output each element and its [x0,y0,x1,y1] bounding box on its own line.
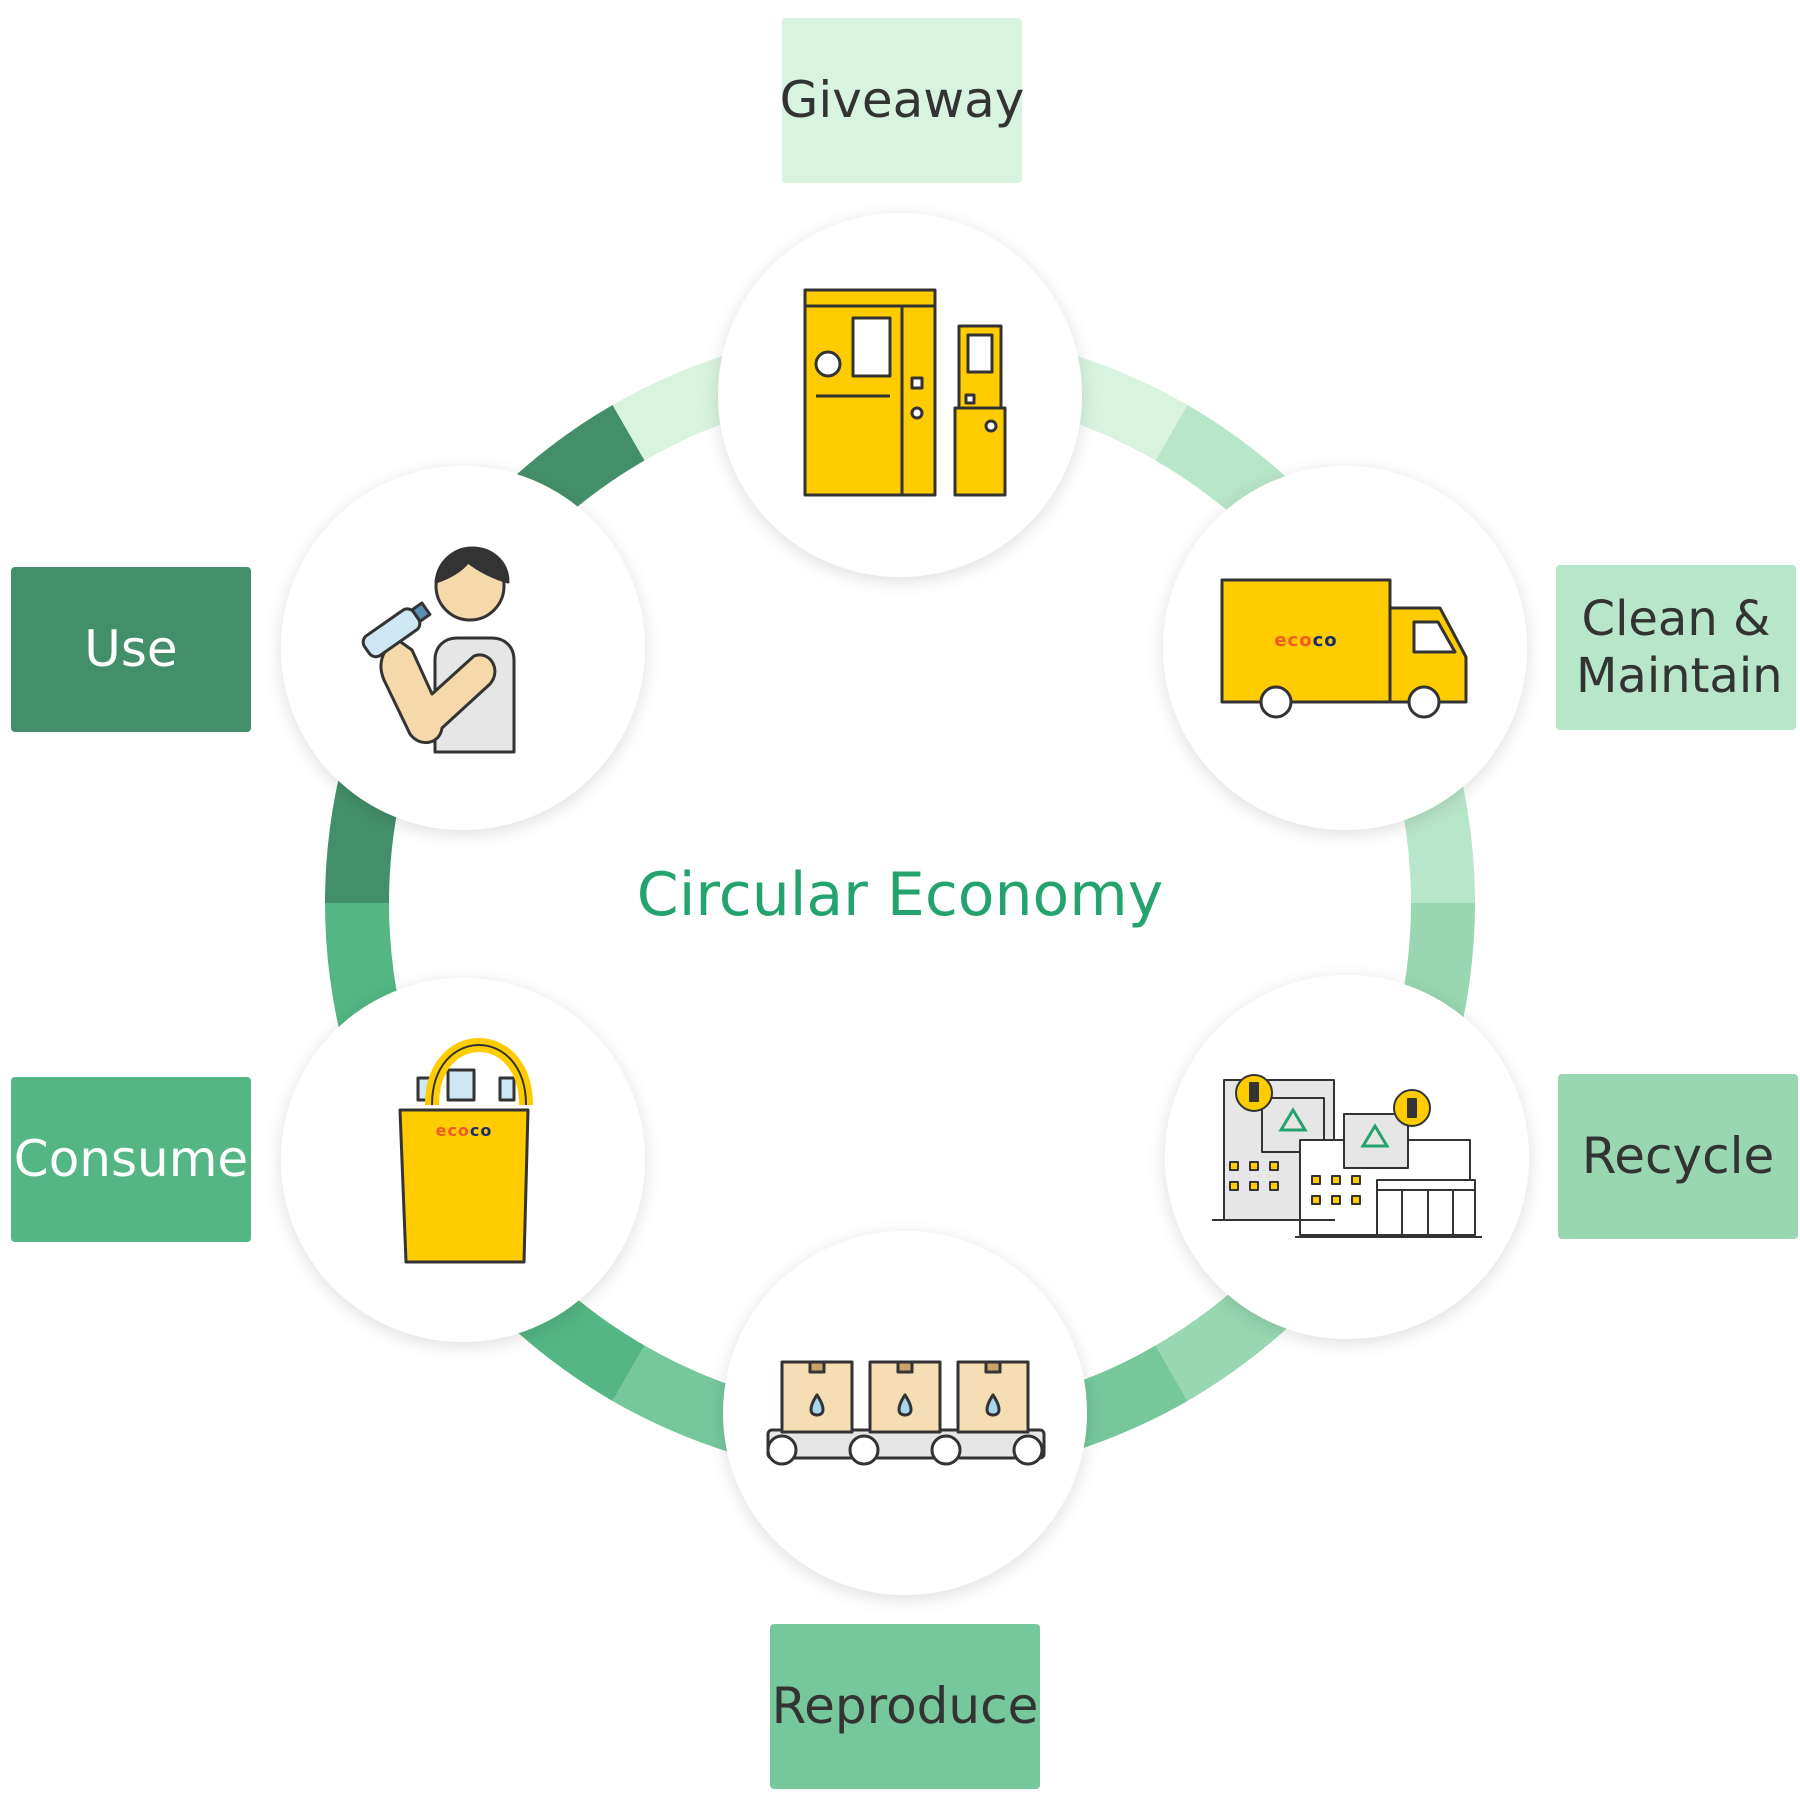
stage-label-use: Use [11,567,251,732]
recycling-machine-icon [803,288,1007,497]
stage-label-text: Recycle [1581,1127,1775,1185]
stage-label-text: Use [84,620,178,678]
truck-brand-logo: ecoco [1274,630,1337,651]
person-drinking-icon [361,546,516,754]
recycle-symbol-icon [1278,1107,1390,1148]
stage-label-reproduce: Reproduce [770,1624,1040,1789]
recycling-factory-icon [1212,1074,1482,1238]
diagram-title: Circular Economy [636,860,1164,930]
conveyor-boxes-icon [766,1360,1046,1466]
stage-label-text: Clean & Maintain [1576,590,1783,704]
shopping-bag-icon [398,1038,533,1264]
stage-label-giveaway: Giveaway [779,18,1025,183]
stage-label-clean-maintain: Clean & Maintain [1556,565,1796,730]
stage-label-consume: Consume [11,1077,251,1242]
bag-brand-logo: ecoco [436,1121,493,1140]
stage-label-text: Giveaway [779,71,1025,129]
delivery-truck-icon [1220,578,1468,719]
stage-label-text: Reproduce [771,1677,1039,1735]
stage-label-recycle: Recycle [1558,1074,1798,1239]
stage-label-text: Consume [13,1130,249,1188]
